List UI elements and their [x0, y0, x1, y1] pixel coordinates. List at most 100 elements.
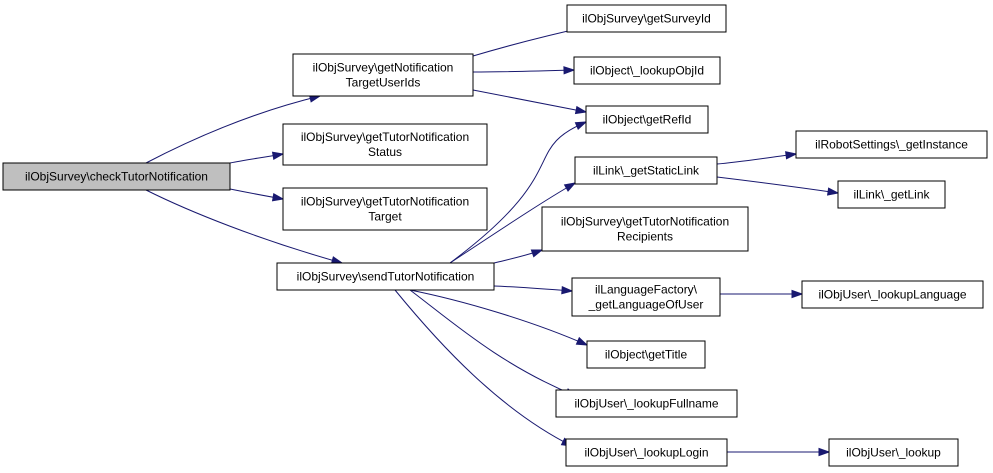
node-label: ilLanguageFactory\ [595, 283, 698, 297]
node-box[interactable] [276, 262, 495, 291]
edge-sendTutor-to-getTitle [409, 289, 589, 346]
node-lookup[interactable]: ilObjUser\_lookup [828, 438, 959, 467]
edge-line [716, 153, 797, 165]
edge-getStaticLink-to-robotInstance [716, 151, 798, 165]
node-robotInstance[interactable]: ilRobotSettings\_getInstance [795, 130, 988, 159]
arrowhead-icon [575, 336, 589, 346]
edge-line [409, 289, 577, 397]
node-getLink[interactable]: ilLink\_getLink [837, 180, 946, 209]
edge-line [145, 189, 343, 264]
node-box[interactable] [282, 123, 488, 166]
node-label: ilObjSurvey\getTutorNotification [561, 215, 729, 229]
node-lookupLanguage[interactable]: ilObjUser\_lookupLanguage [801, 280, 984, 309]
node-label: ilObjUser\_lookupFullname [574, 397, 718, 411]
edge-line [472, 69, 575, 73]
edge-getStaticLink-to-getLink [716, 176, 840, 196]
arrowhead-icon [785, 151, 798, 160]
edge-line [409, 289, 588, 346]
node-label: _getLanguageOfUser [588, 298, 704, 312]
node-label: ilObjSurvey\getNotification [313, 61, 454, 75]
edge-getNotifTarget-to-lookupObjId [472, 66, 576, 75]
node-box[interactable] [565, 438, 728, 467]
edge-check-to-getTutorTarget [229, 188, 285, 202]
node-lookupLogin[interactable]: ilObjUser\_lookupLogin [565, 438, 728, 467]
node-box[interactable] [555, 389, 738, 418]
node-label: ilLink\_getStaticLink [593, 164, 700, 178]
edge-getNotifTarget-to-getRefId [472, 89, 588, 115]
node-label: TargetUserIds [346, 76, 421, 90]
node-getStaticLink[interactable]: ilLink\_getStaticLink [574, 156, 718, 185]
edge-line [493, 285, 573, 292]
arrowhead-icon [791, 289, 804, 299]
edge-line [449, 182, 576, 264]
node-label: ilObjSurvey\getTutorNotification [301, 195, 469, 209]
node-box[interactable] [541, 206, 749, 252]
node-box[interactable] [795, 130, 988, 159]
edge-sendTutor-to-getRefId [449, 121, 588, 264]
node-label: ilObject\getRefId [603, 113, 692, 127]
node-label: ilLink\_getLink [853, 188, 930, 202]
node-getTitle[interactable]: ilObject\getTitle [586, 340, 706, 369]
arrowhead-icon [271, 151, 285, 160]
arrowhead-icon [271, 193, 285, 202]
edge-sendTutor-to-lookupFullname [409, 289, 578, 397]
node-box[interactable] [801, 280, 984, 309]
node-box[interactable] [837, 180, 946, 209]
node-label: Status [368, 145, 402, 159]
node-getTutorRecipients[interactable]: ilObjSurvey\getTutorNotificationRecipien… [541, 206, 749, 252]
edge-sendTutor-to-getStaticLink [449, 182, 577, 264]
node-label: ilObjSurvey\sendTutorNotification [297, 270, 475, 284]
node-label: ilObjUser\_lookupLanguage [818, 288, 966, 302]
node-box[interactable] [586, 340, 706, 369]
nodes-layer: ilObjSurvey\checkTutorNotification ilObjS… [2, 4, 988, 467]
edge-line [449, 121, 587, 264]
node-label: ilObjUser\_lookup [846, 446, 941, 460]
arrowhead-icon [563, 66, 576, 75]
edge-check-to-getTutorStatus [229, 151, 285, 164]
node-box[interactable] [574, 156, 718, 185]
arrowhead-icon [574, 105, 588, 115]
node-box[interactable] [2, 162, 231, 191]
edge-line [394, 289, 573, 447]
node-box[interactable] [828, 438, 959, 467]
node-box[interactable] [573, 56, 721, 85]
edge-sendTutor-to-getTutorRecipients [493, 249, 544, 264]
arrowhead-icon [818, 447, 831, 457]
node-label: ilObject\getTitle [605, 348, 688, 362]
node-check[interactable]: ilObjSurvey\checkTutorNotification [2, 162, 231, 191]
node-box[interactable] [571, 277, 721, 317]
edge-line [472, 89, 587, 113]
node-box[interactable] [585, 105, 709, 134]
node-label: ilObjUser\_lookupLogin [584, 446, 708, 460]
arrowhead-icon [530, 249, 544, 258]
node-box[interactable] [282, 187, 488, 231]
node-lookupObjId[interactable]: ilObject\_lookupObjId [573, 56, 721, 85]
arrowhead-icon [561, 286, 574, 295]
node-lookupFullname[interactable]: ilObjUser\_lookupFullname [555, 389, 738, 418]
node-label: ilObjSurvey\checkTutorNotification [25, 170, 208, 184]
node-getSurveyId[interactable]: ilObjSurvey\getSurveyId [566, 4, 727, 33]
node-label: Recipients [617, 230, 673, 244]
node-box[interactable] [566, 4, 727, 33]
node-label: ilRobotSettings\_getInstance [815, 138, 968, 152]
node-getLanguageOfUser[interactable]: ilLanguageFactory\_getLanguageOfUser [571, 277, 721, 317]
node-box[interactable] [292, 53, 474, 97]
node-getRefId[interactable]: ilObject\getRefId [585, 105, 709, 134]
node-sendTutor[interactable]: ilObjSurvey\sendTutorNotification [276, 262, 495, 291]
edge-line [716, 176, 839, 194]
edge-sendTutor-to-lookupLogin [394, 289, 574, 447]
node-label: Target [368, 210, 402, 224]
arrowhead-icon [563, 182, 577, 192]
node-label: ilObject\_lookupObjId [590, 64, 704, 78]
edge-lookupLogin-to-lookup [727, 447, 831, 457]
node-label: ilObjSurvey\getTutorNotification [301, 130, 469, 144]
edge-line [145, 95, 321, 164]
arrowhead-icon [574, 121, 588, 130]
edge-sendTutor-to-getLanguageOfUser [493, 285, 574, 295]
edge-getLanguageOfUser-to-lookupLanguage [719, 289, 804, 299]
arrowhead-icon [827, 187, 840, 196]
